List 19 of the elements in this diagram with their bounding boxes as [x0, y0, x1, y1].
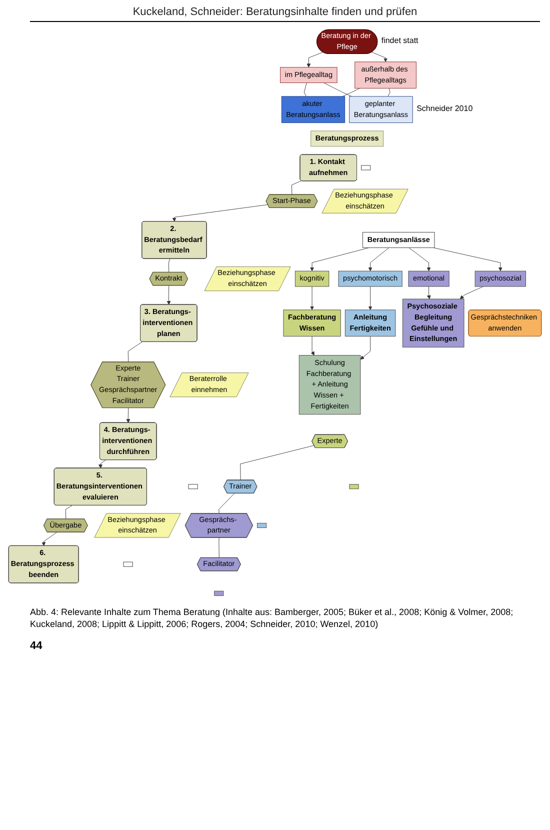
- node-box: [214, 590, 224, 596]
- connector: [240, 445, 314, 480]
- branch-label: findet statt: [381, 36, 418, 45]
- connector: [304, 82, 307, 97]
- connector: [342, 88, 360, 97]
- running-header: Kuckeland, Schneider: Beratungsinhalte finden und prüfen: [132, 6, 418, 18]
- connector: [218, 537, 220, 558]
- node-box: [123, 562, 133, 567]
- connector: [218, 493, 235, 514]
- connector: [388, 88, 390, 97]
- node-box: [361, 165, 371, 170]
- figure-caption: Abb. 4: Relevante Inhalte zum Thema Beratung (Inhalte aus: Bamberger, 2005; Büker et al., 2008; König & Volmer, 2008; Kuckeland, 2008; Lippitt & Lippitt, 2006; Rogers, 2004; Schneider, 2010; Wenzel, 2010): [30, 607, 514, 630]
- source-note: Schneider 2010: [416, 104, 473, 113]
- node-box: [257, 522, 267, 528]
- connector: [324, 82, 352, 97]
- connector: [168, 258, 170, 273]
- node-box: [349, 484, 359, 490]
- page-number: 44: [30, 640, 44, 652]
- node-box: [188, 484, 198, 490]
